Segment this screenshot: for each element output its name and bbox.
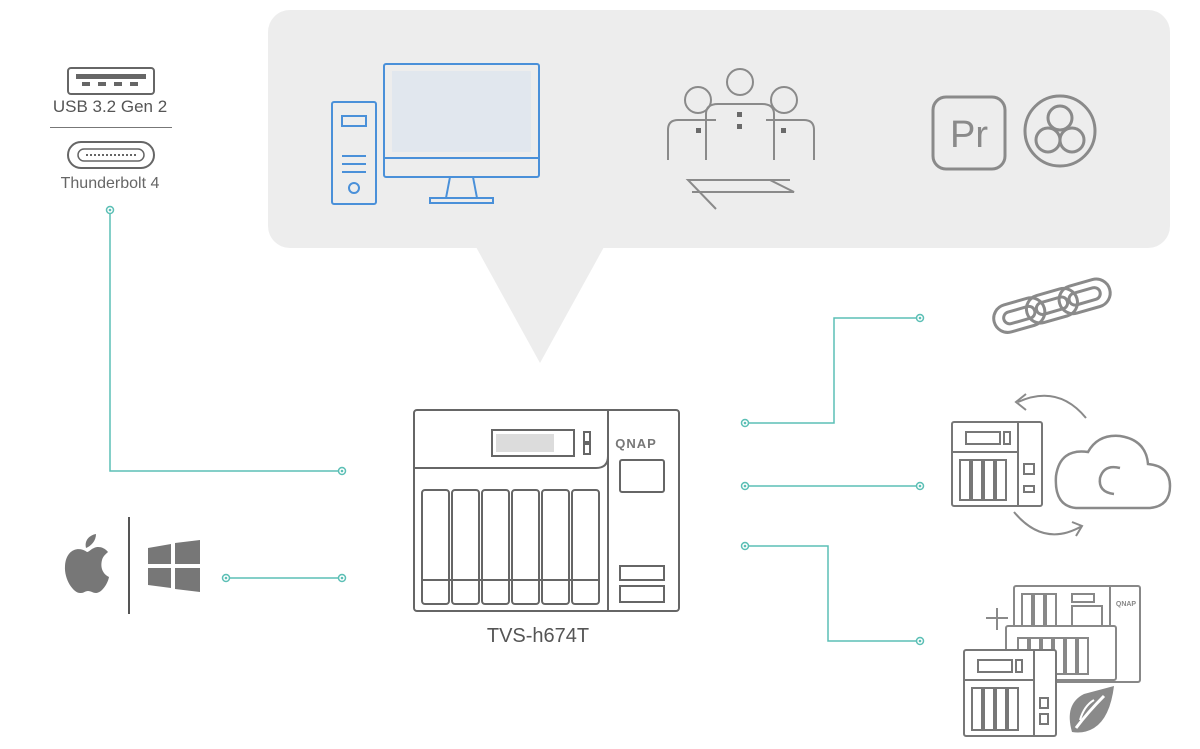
premiere-pro-icon: Pr: [931, 95, 1007, 171]
nas-link-connector: [745, 317, 920, 424]
os-divider: [128, 517, 130, 614]
team-collaboration-icon: [667, 68, 815, 210]
premiere-badge-text: Pr: [950, 114, 988, 156]
speech-bubble-tail: [476, 247, 604, 363]
nas-model-label: TVS-h674T: [486, 625, 590, 647]
nas-expansion-connector: [745, 545, 920, 642]
nas-device-icon: QNAP: [413, 409, 680, 612]
apple-icon: [64, 534, 109, 594]
thunderbolt-label: Thunderbolt 4: [60, 175, 160, 192]
nas-brand-text: QNAP: [615, 436, 657, 451]
usb-c-port-icon: [67, 141, 155, 169]
nas-cloud-sync-icon: [951, 393, 1172, 537]
link-icon: [992, 277, 1112, 334]
usb-nas-connector: [109, 210, 342, 472]
workstation-icon: [331, 63, 540, 205]
davinci-resolve-icon: [1023, 94, 1097, 168]
expansion-brand-text: QNAP: [1116, 601, 1137, 608]
usb-label: USB 3.2 Gen 2: [52, 97, 168, 116]
port-divider: [50, 127, 172, 128]
usb-a-port-icon: [67, 67, 155, 95]
nas-expansion-icon: QNAP: [963, 585, 1141, 737]
windows-icon: [148, 540, 200, 592]
